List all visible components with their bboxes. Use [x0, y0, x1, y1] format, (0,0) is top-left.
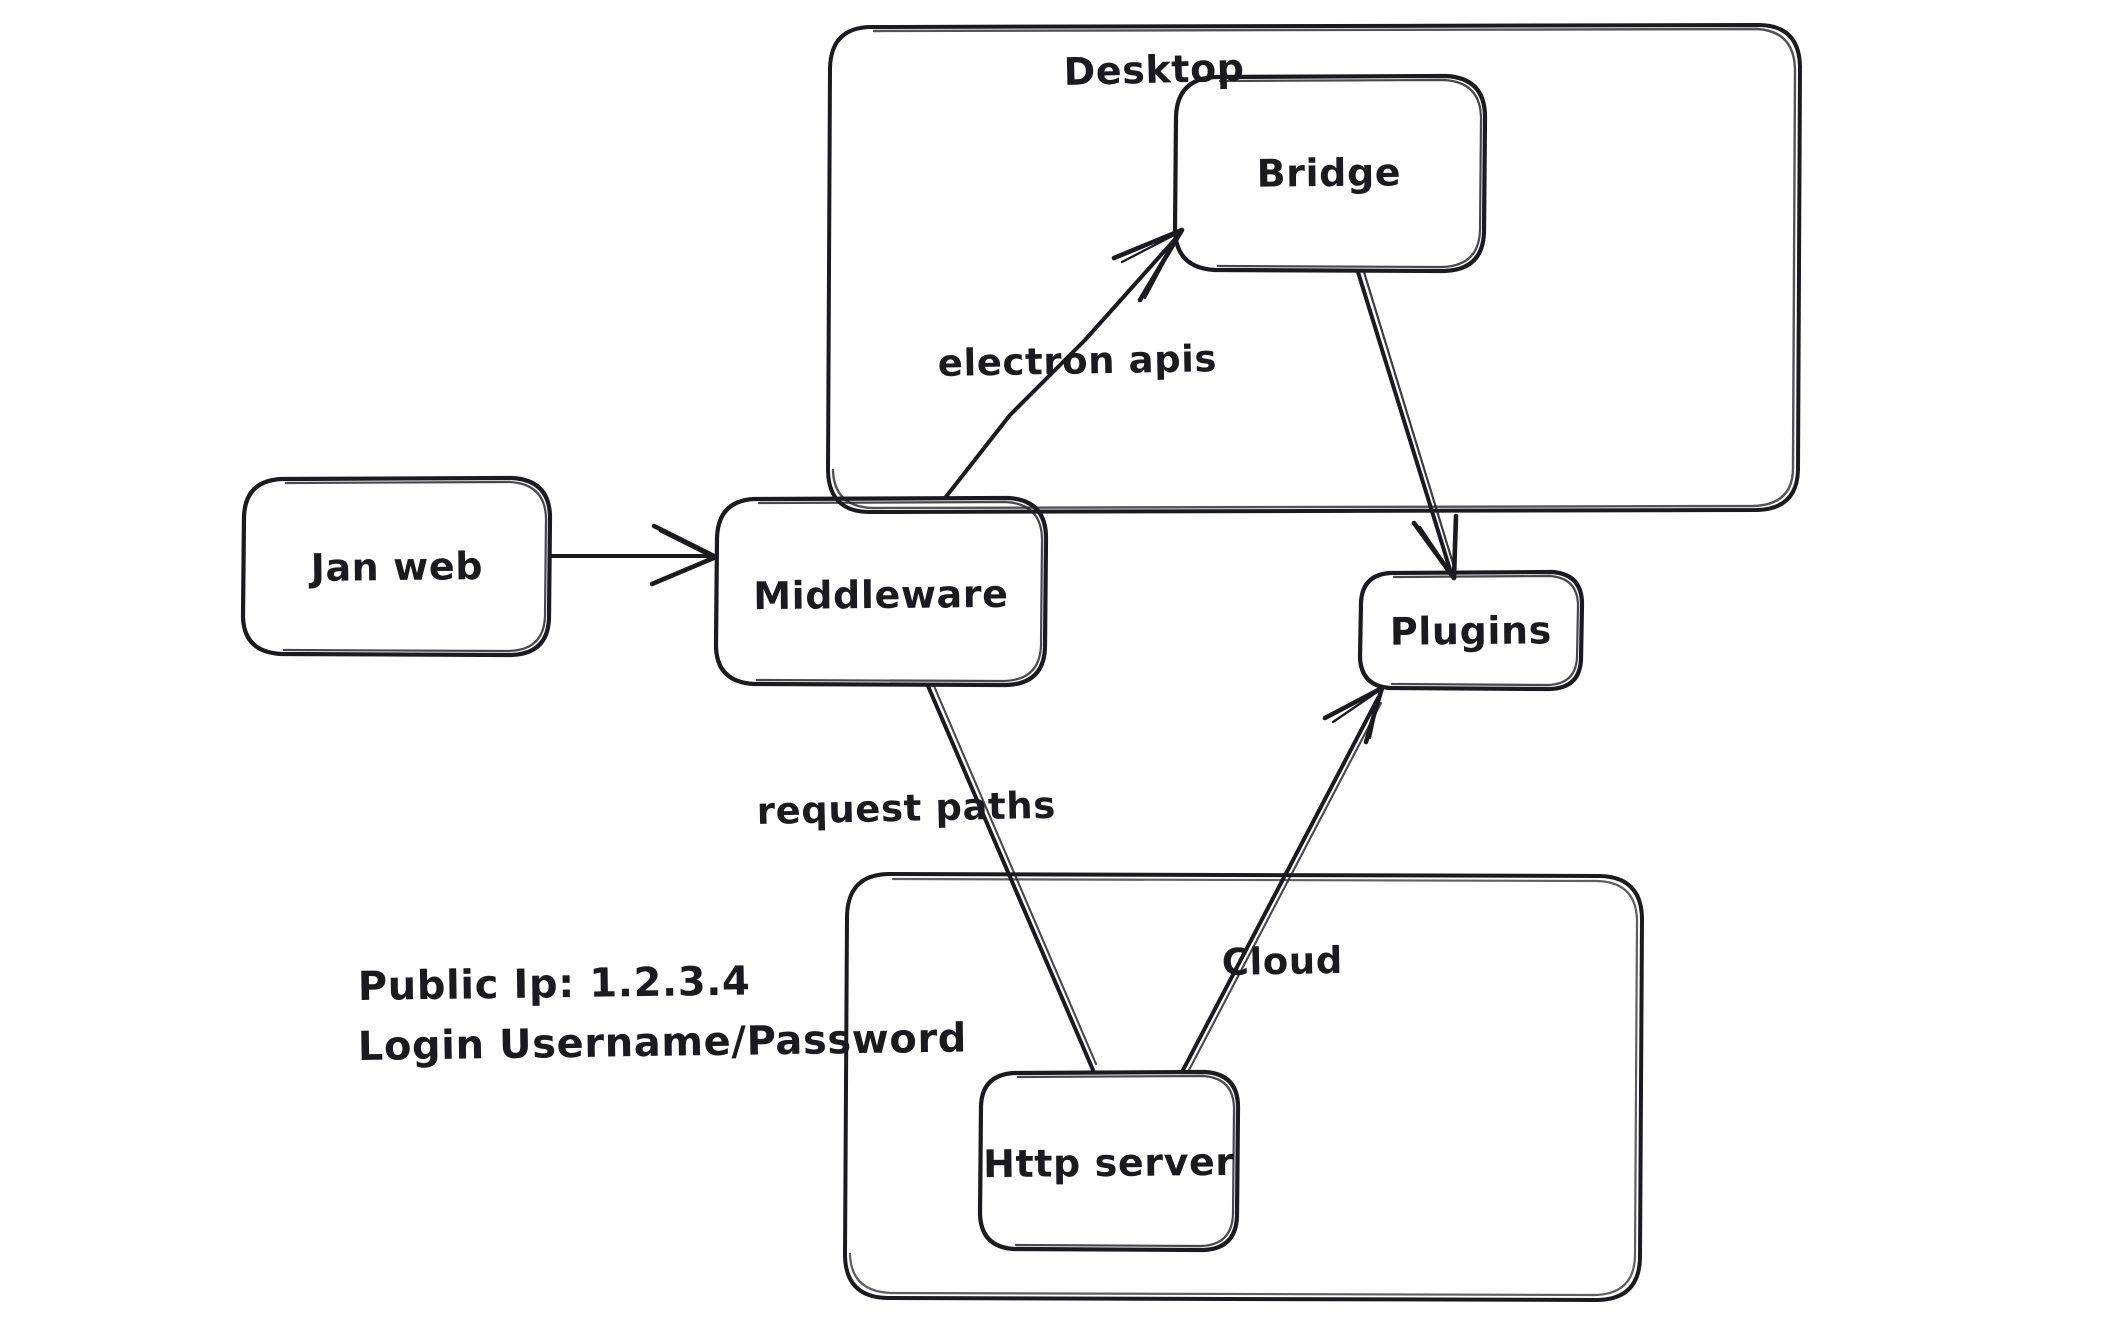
- edge-label-electron-apis: electron apis: [937, 337, 1217, 385]
- middleware-box-outline: [713, 495, 1049, 688]
- plugins-box-outline: [1357, 569, 1585, 692]
- edge-httpserver-to-plugins[interactable]: Cloud: [1180, 685, 1385, 1074]
- desktop-container-outline: [826, 23, 1802, 514]
- jan-web-box-overdraw: [282, 480, 548, 653]
- arrowhead-icon-overdraw: [1331, 688, 1382, 740]
- arrowhead-icon-overdraw: [1418, 525, 1455, 578]
- http-server-label: Http server: [983, 1140, 1235, 1186]
- edge-line: [943, 235, 1179, 500]
- bridge-box-outline: [1172, 73, 1488, 274]
- edge-label-cloud: Cloud: [1221, 939, 1343, 984]
- middleware-box-overdraw: [755, 500, 1044, 683]
- arrowhead-icon: [1322, 685, 1385, 745]
- cloud-container-outline-overdraw: [848, 877, 1639, 1297]
- bridge-label: Bridge: [1256, 150, 1401, 195]
- edge-line-overdraw: [1186, 701, 1383, 1074]
- node-plugins[interactable]: Plugins: [1357, 569, 1585, 692]
- edge-label-request-paths: request paths: [756, 784, 1056, 833]
- node-middleware[interactable]: Middleware: [713, 495, 1049, 688]
- cloud-container-outline: [843, 872, 1644, 1302]
- edge-line: [1356, 270, 1454, 578]
- arrowhead-icon: [649, 523, 719, 587]
- bridge-box-overdraw: [1216, 78, 1483, 269]
- note-login-credentials: Login Username/Password: [357, 1015, 967, 1070]
- plugins-box-overdraw: [1390, 574, 1580, 687]
- http-server-box-overdraw: [1014, 1074, 1236, 1248]
- container-desktop[interactable]: Desktop: [826, 23, 1802, 514]
- notes-block: Public Ip: 1.2.3.4 Login Username/Passwo…: [357, 959, 967, 1070]
- node-bridge[interactable]: Bridge: [1172, 73, 1488, 274]
- edge-janweb-to-middleware[interactable]: [550, 523, 719, 587]
- jan-web-box-outline: [240, 475, 553, 658]
- edge-bridge-to-plugins[interactable]: [1356, 270, 1459, 581]
- desktop-container-label: Desktop: [1063, 46, 1245, 94]
- container-cloud[interactable]: [843, 872, 1644, 1302]
- middleware-label: Middleware: [753, 572, 1009, 618]
- edge-middleware-to-bridge[interactable]: electron apis: [937, 227, 1217, 500]
- arrowhead-icon-overdraw: [658, 529, 716, 560]
- note-public-ip: Public Ip: 1.2.3.4: [357, 959, 750, 1010]
- edge-line: [926, 684, 1095, 1072]
- edge-middleware-to-httpserver[interactable]: request paths: [756, 684, 1098, 1072]
- node-http-server[interactable]: Http server: [977, 1069, 1241, 1253]
- jan-web-label: Jan web: [307, 544, 483, 590]
- edge-line-overdraw: [1362, 270, 1457, 572]
- plugins-label: Plugins: [1390, 608, 1552, 653]
- node-jan-web[interactable]: Jan web: [240, 475, 553, 658]
- edge-line-overdraw: [932, 684, 1098, 1066]
- http-server-box-outline: [977, 1069, 1241, 1253]
- edge-line: [1180, 696, 1380, 1074]
- arrowhead-icon-overdraw: [1120, 230, 1182, 300]
